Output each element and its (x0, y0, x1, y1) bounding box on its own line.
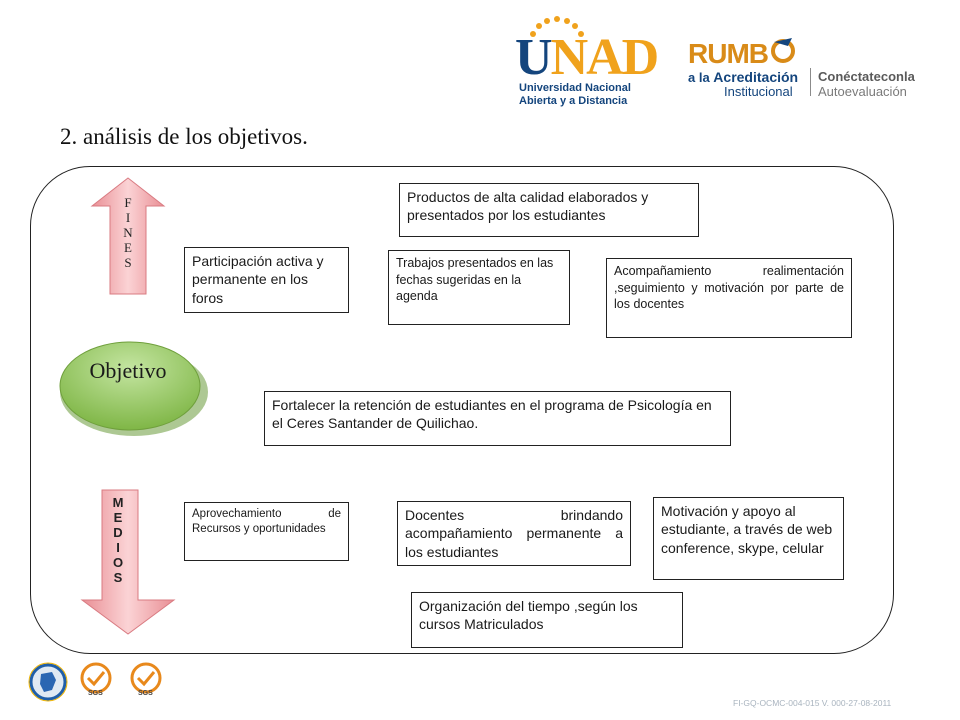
box-docentes: Docentes brindando acompañamiento perman… (397, 501, 631, 566)
objetivo-ellipse (59, 341, 208, 436)
sgs-label-2: SGS (138, 690, 153, 697)
rumbo-line-2: Institucional (724, 84, 793, 99)
rumbo-compass-icon (771, 38, 795, 63)
fines-up-arrow (90, 177, 166, 295)
rumbo-acreditacion-logo: RUMB a la Acreditación Institucional Con… (688, 38, 928, 108)
box-fortalecer: Fortalecer la retención de estudiantes e… (264, 391, 731, 446)
unad-dots-icon (530, 16, 584, 37)
sgs-label-1: SGS (88, 690, 103, 697)
unad-logo: UNAD Universidad Nacional Abierta y a Di… (515, 14, 659, 109)
box-productos: Productos de alta calidad elaborados y p… (399, 183, 699, 237)
rumbo-wordmark: RUMB (688, 38, 769, 69)
box-acompanamiento: Acompañamiento realimentación ,seguimien… (606, 258, 852, 338)
slide-title: 2. análisis de los objetivos. (60, 124, 308, 149)
box-motivacion: Motivación y apoyo al estudiante, a trav… (653, 497, 844, 580)
medios-down-arrow (80, 489, 176, 635)
rumbo-separator (810, 68, 811, 96)
sgs-certification-icon-2 (130, 662, 162, 694)
box-aprovechamiento: Aprovechamiento de Recursos y oportunida… (184, 502, 349, 561)
unad-line-1: Universidad Nacional (519, 82, 631, 94)
box-trabajos: Trabajos presentados en las fechas suger… (388, 250, 570, 325)
box-participacion: Participación activa y permanente en los… (184, 247, 349, 313)
unad-line-2: Abierta y a Distancia (519, 95, 628, 107)
rumbo-right-line-2: Autoevaluación (818, 84, 907, 99)
diagram-frame (30, 166, 894, 654)
document-code: FI-GQ-OCMC-004-015 V. 000-27-08-2011 (733, 698, 892, 708)
rumbo-line-1: a la Acreditación (688, 69, 799, 85)
sgs-certification-icon-1 (80, 662, 112, 694)
rumbo-right-line-1: Conéctateconla (818, 69, 915, 84)
objetivo-label: Objetivo (89, 358, 167, 383)
unad-wordmark: UNAD (515, 29, 659, 86)
colombia-seal-icon (28, 662, 68, 702)
box-organizacion: Organización del tiempo ,según los curso… (411, 592, 683, 648)
